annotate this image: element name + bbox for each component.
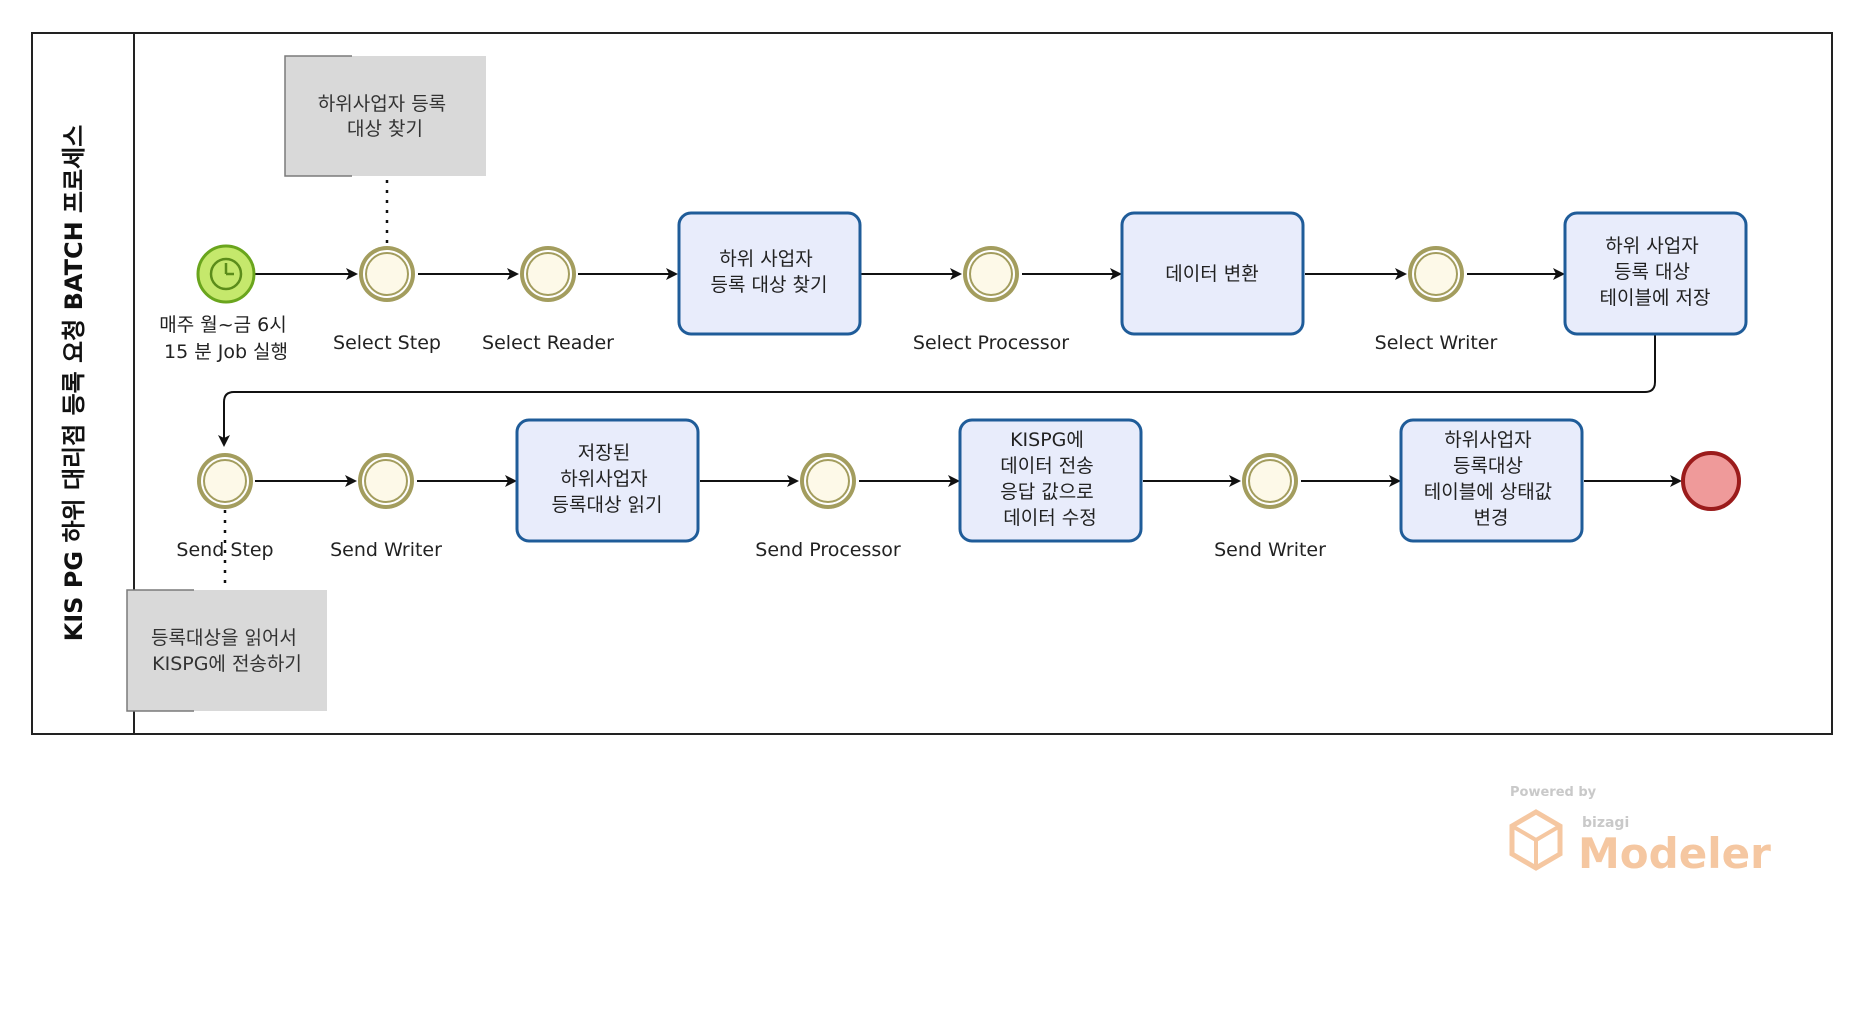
task-line: 데이터 변환: [1165, 263, 1258, 285]
annotation-box: [127, 590, 327, 711]
task-line: 등록대상: [1453, 455, 1523, 477]
task-find-sub-business[interactable]: 하위 사업자 등록 대상 찾기: [677, 211, 862, 336]
event-select-reader[interactable]: [520, 246, 576, 302]
annotation-bracket: [126, 589, 194, 712]
annotation-bracket: [284, 55, 352, 177]
annotation-box: [285, 56, 486, 176]
start-event-label-line: 15 분 Job 실행: [164, 341, 288, 363]
event-send-writer-2[interactable]: [1242, 453, 1298, 509]
task-line: 데이터 수정: [1003, 507, 1096, 529]
event-label-send-writer-1: Send Writer: [330, 539, 442, 561]
svg-text:데이터 변환: 데이터 변환: [1165, 263, 1258, 285]
end-event[interactable]: [1681, 451, 1741, 511]
task-save-table[interactable]: 하위 사업자 등록 대상 테이블에 저장: [1563, 211, 1748, 336]
task-line: 변경: [1474, 507, 1509, 529]
start-event-label-line: 매주 월~금 6시: [159, 314, 287, 336]
event-label-select-step: Select Step: [333, 332, 441, 354]
start-timer-event[interactable]: [196, 244, 256, 304]
watermark-product: Modeler: [1578, 829, 1771, 878]
watermark-brand: bizagi: [1582, 815, 1629, 831]
annotation-text: 등록대상을 읽어서 KISPG에 전송하기: [151, 627, 303, 675]
svg-text:저장된 하위사업자 등록대상 읽기: 저장된 하위사업자 등록대상 읽기: [552, 442, 663, 516]
event-select-processor[interactable]: [963, 246, 1019, 302]
watermark-powered: Powered by: [1510, 785, 1597, 800]
task-send-kispg[interactable]: KISPG에 데이터 전송 응답 값으로 데이터 수정: [958, 418, 1143, 543]
svg-text:하위사업자 등록대상 테이블에 상태: 하위사업자 등록대상 테이블에 상태값 변경: [1424, 429, 1558, 529]
task-line: 등록대상 읽기: [552, 494, 663, 516]
task-line: 등록 대상: [1614, 261, 1690, 283]
task-line: 응답 값으로: [1000, 481, 1093, 503]
watermark: Powered by bizagi Modeler: [1509, 785, 1771, 878]
svg-text:하위 사업자 등록 대상 찾기: 하위 사업자 등록 대상 찾기: [711, 248, 828, 296]
task-line: 테이블에 저장: [1600, 287, 1711, 309]
annotation-line: 대상 찾기: [347, 118, 423, 140]
task-line: 하위 사업자: [1605, 235, 1698, 257]
bizagi-logo-icon: [1509, 809, 1563, 871]
start-event-label: 매주 월~금 6시 15 분 Job 실행: [159, 314, 293, 363]
event-label-select-writer: Select Writer: [1375, 332, 1498, 354]
task-update-status[interactable]: 하위사업자 등록대상 테이블에 상태값 변경: [1399, 418, 1584, 543]
annotation-select-step: 하위사업자 등록 대상 찾기: [284, 55, 486, 177]
task-line: 하위 사업자: [719, 248, 812, 270]
annotation-line: 하위사업자 등록: [318, 93, 446, 115]
annotation-line: KISPG에 전송하기: [152, 653, 302, 675]
event-label-send-step: Send Step: [176, 539, 273, 561]
event-label-send-processor: Send Processor: [755, 539, 901, 561]
task-line: 저장된: [578, 442, 630, 464]
task-line: 하위사업자: [560, 468, 647, 490]
event-select-writer[interactable]: [1408, 246, 1464, 302]
task-line: 데이터 전송: [1000, 455, 1093, 477]
svg-text:KISPG에 데이터 전송 응답 값: KISPG에 데이터 전송 응답 값으로 데이터 수정: [1000, 429, 1100, 529]
event-label-send-writer-2: Send Writer: [1214, 539, 1326, 561]
sequence-flows-row1: [218, 268, 1656, 447]
event-label-select-processor: Select Processor: [913, 332, 1069, 354]
pool-title: KIS PG 하위 대리점 등록 요청 BATCH 프로세스: [60, 125, 88, 642]
task-data-convert[interactable]: 데이터 변환: [1120, 211, 1305, 336]
event-send-step[interactable]: [197, 453, 253, 509]
event-send-writer-1[interactable]: [358, 453, 414, 509]
task-read-saved[interactable]: 저장된 하위사업자 등록대상 읽기: [515, 418, 700, 543]
flow-arrow-wrap: [218, 335, 1656, 447]
svg-text:하위 사업자 등록 대상 테이블에: 하위 사업자 등록 대상 테이블에 저장: [1600, 235, 1711, 309]
task-line: 등록 대상 찾기: [711, 274, 828, 296]
task-line: KISPG에: [1010, 429, 1084, 451]
task-line: 하위사업자: [1444, 429, 1531, 451]
task-line: 테이블에 상태값: [1424, 481, 1552, 503]
event-label-select-reader: Select Reader: [482, 332, 614, 354]
annotation-send-step: 등록대상을 읽어서 KISPG에 전송하기: [126, 589, 327, 712]
annotation-line: 등록대상을 읽어서: [151, 627, 297, 649]
event-select-step[interactable]: [359, 246, 415, 302]
annotation-text: 하위사업자 등록 대상 찾기: [318, 93, 452, 140]
clock-icon: [209, 257, 243, 291]
event-send-processor[interactable]: [800, 453, 856, 509]
